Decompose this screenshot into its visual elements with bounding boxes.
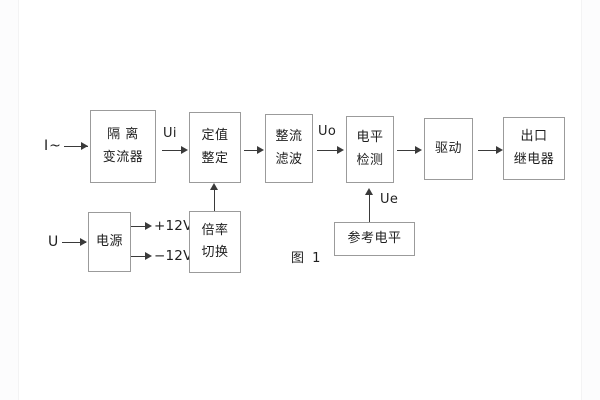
voltage-source-arrowhead [80,237,87,246]
level-detect-to-drive-arrowhead [415,145,422,154]
block-output-relay-line1: 出口 [520,129,548,145]
block-rectify-filter-line1: 整流 [275,129,303,145]
block-output-relay[interactable]: 出口 继电器 [503,117,565,180]
rail-positive-line [131,226,148,227]
drive-to-output-relay-arrowhead [496,145,503,154]
block-multiplier-switch-line2: 切换 [201,245,229,260]
uo-connector-arrowhead [337,145,344,154]
block-reference-level[interactable]: 参考电平 [334,222,415,256]
block-level-detect-line1: 电平 [356,130,384,146]
page-frame [18,0,582,400]
block-rectify-filter[interactable]: 整流 滤波 [265,114,313,183]
block-isolation-ct-line2: 变流器 [102,149,144,165]
drive-to-output-relay-line [478,150,497,151]
current-source-lead [64,146,88,147]
current-source-label: I~ [44,138,62,154]
rail-negative-line [131,256,148,257]
block-reference-level-line1: 参考电平 [347,231,402,247]
rail-positive-arrowhead [145,221,152,230]
block-drive-line1: 驱动 [434,141,462,157]
signal-uo-label: Uo [318,124,337,139]
block-multiplier-switch-line1: 倍率 [201,222,229,238]
signal-ue-label: Ue [380,192,399,207]
rail-negative-arrowhead [145,251,152,260]
block-output-relay-line2: 继电器 [513,151,555,167]
ui-connector-arrowhead [181,145,188,154]
block-setting[interactable]: 定值 整定 [189,112,241,183]
block-multiplier-switch[interactable]: 倍率 切换 [189,211,241,273]
block-isolation-ct-line1: 隔 离 [107,127,139,143]
block-setting-line2: 整定 [201,150,229,166]
ue-connector-line [369,192,370,222]
ui-connector-line [162,150,182,151]
ue-connector-arrowhead [365,188,373,195]
voltage-source-label: U [48,234,60,250]
signal-ui-label: Ui [163,126,177,141]
current-source-arrowhead [81,141,88,150]
figure-caption: 图 1 [291,251,323,266]
multiplier-to-setting-arrowhead [210,183,218,190]
setting-to-rectify-arrowhead [257,145,264,154]
block-isolation-ct[interactable]: 隔 离 变流器 [90,110,156,183]
block-level-detect[interactable]: 电平 检测 [346,116,394,183]
uo-connector-line [317,150,338,151]
rail-negative-label: −12V [154,248,193,264]
voltage-source-lead [62,242,86,243]
rail-positive-label: +12V [154,218,193,234]
block-power-supply-line1: 电源 [95,234,123,250]
setting-to-rectify-line [244,150,259,151]
block-rectify-filter-line2: 滤波 [275,151,303,167]
level-detect-to-drive-line [397,150,416,151]
block-power-supply[interactable]: 电源 [88,212,131,272]
multiplier-to-setting-line [214,187,215,211]
block-level-detect-line2: 检测 [356,152,384,168]
block-drive[interactable]: 驱动 [424,118,473,180]
block-setting-line1: 定值 [201,128,229,144]
